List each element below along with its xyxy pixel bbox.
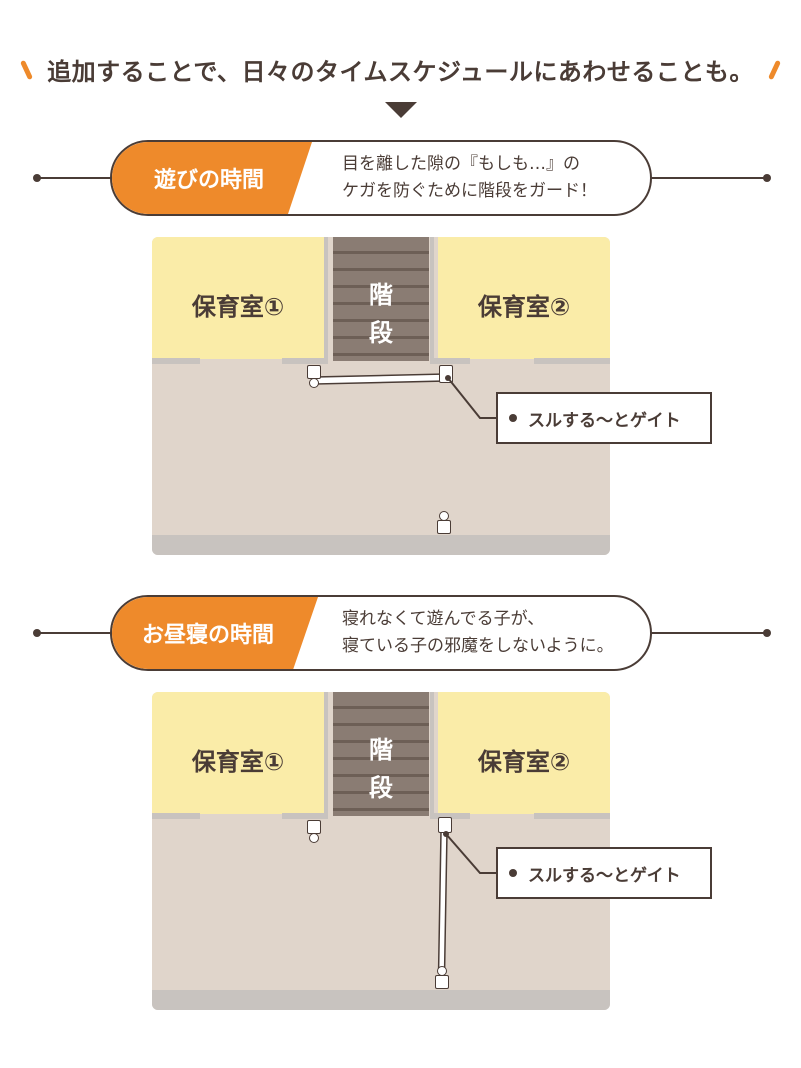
section1-room-1: [152, 237, 324, 359]
section1-gate-callout: スルする〜とゲイト: [496, 392, 712, 444]
section2-line-right: [650, 632, 766, 634]
section1-gate-post-bottom: [437, 520, 451, 534]
section1-tag-label: 遊びの時間: [154, 168, 265, 193]
section2-wall-left: [324, 692, 328, 816]
section1-line-right: [650, 177, 766, 179]
section2-line-left: [37, 632, 115, 634]
section1-desc-line2: ケガを防ぐために階段をガード！: [342, 181, 597, 201]
section1-room-2-label: 保育室②: [477, 293, 571, 321]
section1-room-1-label: 保育室①: [191, 293, 285, 321]
section2-description: 寝れなくて遊んでる子が、 寝ている子の邪魔をしないように。: [342, 597, 614, 669]
section2-gate-post-top: [438, 817, 452, 833]
section2-gate-bar: [437, 831, 448, 973]
section2-line-dot-right: [763, 629, 771, 637]
section2-desc-line2: 寝ている子の邪魔をしないように。: [342, 636, 614, 656]
section2-gate-knob-left: [309, 833, 319, 843]
section2-gate-knob-bottom: [437, 966, 447, 976]
section1-stairs: [333, 237, 429, 361]
section2-wall-right: [430, 692, 434, 816]
section2-stairs-label-1: 階: [369, 736, 393, 764]
section2-floor-plan: 保育室① 保育室② 階 段: [152, 692, 610, 1010]
section2-tag-label: お昼寝の時間: [142, 623, 275, 648]
section1-room-2: [438, 237, 610, 359]
section1-line-dot-right: [763, 174, 771, 182]
section2-room-1: [152, 692, 324, 814]
page-headline: 追加することで、日々のタイムスケジュールにあわせることも。: [47, 58, 754, 86]
section2-tag: お昼寝の時間: [112, 597, 318, 669]
section2-wall-room1-right: [282, 813, 328, 819]
section1-gate-post-left: [307, 365, 321, 379]
section2-callout-label: スルする〜とゲイト: [528, 865, 681, 886]
section2-stairs-label-2: 段: [369, 774, 393, 802]
section2-wall-room1-left: [152, 813, 200, 819]
section2-gate-post-left: [307, 820, 321, 834]
section1-callout-label: スルする〜とゲイト: [528, 410, 681, 431]
section1-gate-post-right: [439, 365, 453, 383]
section1-wall-right: [430, 237, 434, 361]
section1-desc-line1: 目を離した隙の『もしも…』の: [342, 154, 580, 174]
section2-stairs: [333, 692, 429, 816]
section1-wall-room2-right: [534, 358, 610, 364]
section2-callout-dot: [509, 869, 517, 877]
section1-header: 遊びの時間 目を離した隙の『もしも…』の ケガを防ぐために階段をガード！: [110, 140, 652, 216]
section1-floor-edge: [152, 535, 610, 555]
section2-room-2-label: 保育室②: [477, 748, 571, 776]
section2-wall-room2-right: [534, 813, 610, 819]
section2-gate-post-bottom: [435, 975, 449, 989]
section1-callout-dot: [509, 414, 517, 422]
section1-wall-room1-left: [152, 358, 200, 364]
section1-line-left: [37, 177, 115, 179]
section1-wall-room1-right: [282, 358, 328, 364]
section2-room-1-label: 保育室①: [191, 748, 285, 776]
section1-gate-bar: [314, 373, 447, 385]
down-arrow-icon: [385, 102, 417, 118]
section1-gate-knob-left: [309, 378, 319, 388]
section1-floor-plan: 保育室① 保育室② 階 段: [152, 237, 610, 555]
section2-wall-room2-left: [430, 813, 470, 819]
section1-stairs-label-2: 段: [369, 319, 393, 347]
section1-wall-room2-left: [430, 358, 470, 364]
section2-room-2: [438, 692, 610, 814]
section2-gate-callout: スルする〜とゲイト: [496, 847, 712, 899]
section2-floor-edge: [152, 990, 610, 1010]
section1-description: 目を離した隙の『もしも…』の ケガを防ぐために階段をガード！: [342, 142, 597, 214]
section1-tag: 遊びの時間: [112, 142, 312, 214]
section1-gate-knob-bottom: [439, 511, 449, 521]
section2-desc-line1: 寝れなくて遊んでる子が、: [342, 609, 545, 629]
section1-wall-left: [324, 237, 328, 361]
section2-header: お昼寝の時間 寝れなくて遊んでる子が、 寝ている子の邪魔をしないように。: [110, 595, 652, 671]
section1-stairs-label-1: 階: [369, 281, 393, 309]
